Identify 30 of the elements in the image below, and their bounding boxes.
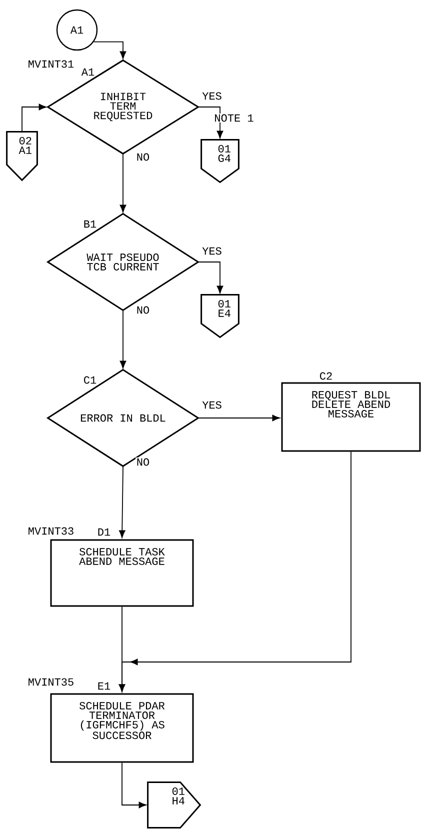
arrow [122,762,146,808]
process-box: REQUEST BLDL DELETE ABEND MESSAGE [281,382,421,452]
arrow [22,104,46,132]
off-page-connector: 02 A1 [6,131,38,182]
process-box: SCHEDULE TASK ABEND MESSAGE [50,539,194,607]
arrow [198,414,280,422]
off-page-connector: 01 G4 [200,139,240,184]
edge-label: YES [201,400,223,410]
block-id: A1 [80,68,96,76]
arrow [120,310,126,368]
block-id: B1 [82,220,98,228]
edge-label: NO [136,152,150,162]
block-id: C2 [318,371,334,381]
arrow [198,262,224,294]
note-label: NOTE 1 [213,113,255,123]
arrow [93,41,126,59]
off-page-connector: 01 H4 [147,782,202,828]
block-id: E1 [96,682,112,690]
block-id: D1 [96,528,112,536]
arrow [120,153,126,212]
block-id: C1 [82,375,98,385]
edge-label: NO [136,457,150,467]
off-page-connector: 01 E4 [200,294,240,338]
process-box: SCHEDULE PDAR TERMINATOR (IGFMCHF5) AS SUCCESSOR [50,693,194,763]
arrow [118,451,352,692]
block-id: MVINT35 [27,677,75,687]
edge-label: YES [201,246,223,256]
arrow [118,466,126,538]
edge-label: YES [201,91,223,101]
block-id: MVINT33 [27,526,75,536]
